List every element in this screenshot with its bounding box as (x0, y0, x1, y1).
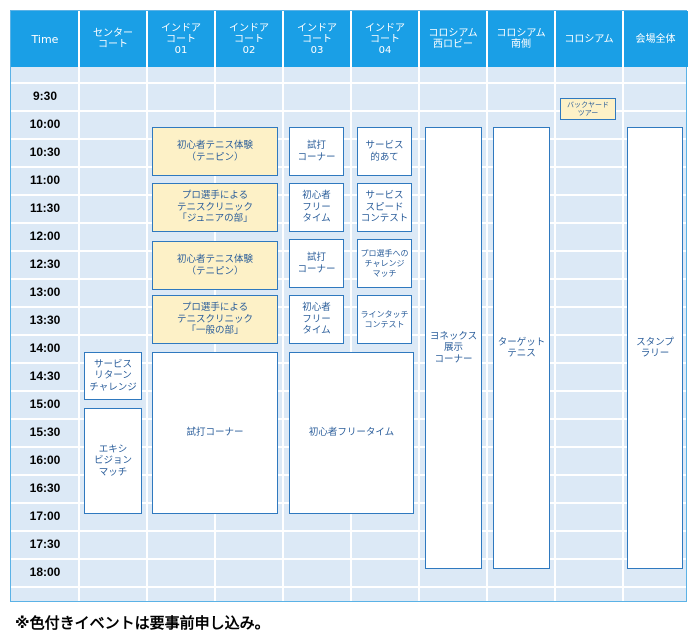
event-yonex-exhibit[interactable]: ヨネックス 展示 コーナー (425, 127, 482, 569)
event-pro-challenge-match[interactable]: プロ選手への チャレンジ マッチ (357, 239, 412, 288)
event-beginner-tennis-2[interactable]: 初心者テニス体験 （テニピン） (152, 241, 278, 290)
time-label: 16:00 (29, 453, 61, 467)
header-center-court: センター コート (93, 28, 133, 50)
time-label: 15:00 (29, 397, 61, 411)
event-trial-corner-large[interactable]: 試打コーナー (152, 352, 278, 514)
time-label: 11:00 (29, 173, 61, 187)
time-label: 17:30 (29, 537, 61, 551)
time-label: 14:30 (29, 369, 61, 383)
header-colosseum-west-lobby: コロシアム 西ロビー (428, 28, 478, 50)
time-label: 13:30 (29, 313, 61, 327)
time-label: 17:00 (29, 509, 61, 523)
time-label: 16:30 (29, 481, 61, 495)
time-label: 9:30 (32, 89, 58, 103)
header-indoor-court-03: インドア コート 03 (297, 22, 337, 56)
event-trial-corner-2[interactable]: 試打 コーナー (289, 239, 344, 288)
header-colosseum-south: コロシアム 南側 (496, 28, 546, 50)
event-free-time-2[interactable]: 初心者 フリー タイム (289, 295, 344, 344)
header-indoor-court-01: インドア コート 01 (161, 22, 201, 56)
time-label: 14:00 (29, 341, 61, 355)
header-indoor-court-04: インドア コート 04 (365, 22, 405, 56)
time-label: 10:00 (29, 117, 61, 131)
event-free-time-large[interactable]: 初心者フリータイム (289, 352, 414, 514)
time-label: 13:00 (29, 285, 61, 299)
time-label: 10:30 (29, 145, 61, 159)
event-serve-return[interactable]: サービス リターン チャレンジ (84, 352, 142, 400)
header-indoor-court-02: インドア コート 02 (229, 22, 269, 56)
event-line-touch[interactable]: ラインタッチ コンテスト (357, 295, 412, 344)
header-whole-venue: 会場全体 (635, 33, 676, 45)
event-stamp-rally[interactable]: スタンプ ラリー (627, 127, 683, 569)
event-beginner-tennis-1[interactable]: 初心者テニス体験 （テニピン） (152, 127, 278, 176)
time-label: 18:00 (29, 565, 61, 579)
time-label: 12:30 (29, 257, 61, 271)
footnote: ※色付きイベントは要事前申し込み。 (15, 614, 270, 632)
event-pro-clinic-general[interactable]: プロ選手による テニスクリニック 「一般の部」 (152, 295, 278, 344)
time-label: 12:00 (29, 229, 61, 243)
event-serve-speed[interactable]: サービス スピード コンテスト (357, 183, 412, 232)
time-label: 11:30 (29, 201, 61, 215)
event-free-time-1[interactable]: 初心者 フリー タイム (289, 183, 344, 232)
event-exhibition-match[interactable]: エキシ ビジョン マッチ (84, 408, 142, 514)
event-serve-target[interactable]: サービス 的あて (357, 127, 412, 176)
event-trial-corner-1[interactable]: 試打 コーナー (289, 127, 344, 176)
event-pro-clinic-junior[interactable]: プロ選手による テニスクリニック 「ジュニアの部」 (152, 183, 278, 232)
header-row (11, 11, 688, 67)
time-label: 15:30 (29, 425, 61, 439)
header-colosseum: コロシアム (564, 33, 614, 45)
schedule-table: Time センター コート インドア コート 01 インドア コート 02 イン… (10, 10, 688, 602)
event-target-tennis[interactable]: ターゲット テニス (493, 127, 550, 569)
header-time: Time (31, 32, 59, 46)
event-backyard-tour[interactable]: バックヤード ツアー (560, 98, 616, 120)
